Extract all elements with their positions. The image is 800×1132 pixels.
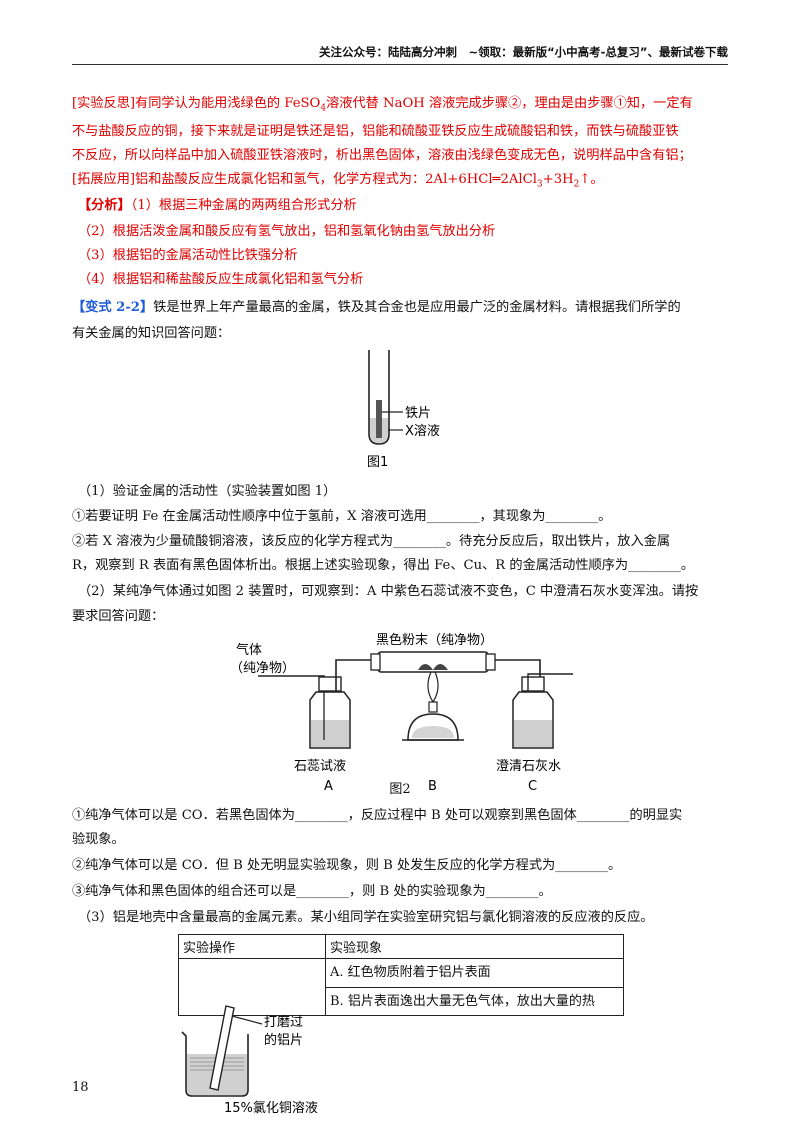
black-powder-label: 黑色粉末（纯净物） bbox=[376, 632, 493, 648]
label-aluminum-1: 打磨过 bbox=[264, 1015, 303, 1030]
analysis-text: （1）根据三种金属的两两组合形式分析 bbox=[130, 198, 357, 213]
subscript: 3 bbox=[536, 179, 543, 190]
figure-2-caption: 图2 bbox=[389, 782, 411, 797]
analysis-tag: 【分析】 bbox=[78, 198, 131, 213]
figure-3-beaker: 打磨过 的铝片 15%氯化铜溶液 bbox=[181, 1005, 318, 1116]
label-x-solution: X溶液 bbox=[405, 424, 440, 439]
analysis-line-4: （4）根据铝和稀盐酸反应生成氯化铝和氢气分析 bbox=[78, 272, 364, 287]
q1-sub-2b: R，观察到 R 表面有黑色固体析出。根据上述实验现象，得出 Fe、Cu、R 的金… bbox=[72, 558, 695, 573]
gas-pure-label: （纯净物） bbox=[230, 661, 295, 676]
analysis-line-1: 【分析】（1）根据三种金属的两两组合形式分析 bbox=[78, 196, 738, 216]
bottle-a bbox=[309, 659, 378, 749]
reflection-line-1: [实验反思]有同学认为能用浅绿色的 FeSO4溶液代替 NaOH 溶液完成步骤②… bbox=[72, 94, 732, 119]
page-header: 关注公众号：陆陆高分冲刺 ~领取：最新版“小中高考-总复习”、最新试卷下载 bbox=[318, 45, 728, 59]
bottle-a-letter: A bbox=[324, 779, 333, 794]
q2-sub-1b: 验现象。 bbox=[72, 832, 125, 847]
subscript: 4 bbox=[320, 103, 327, 114]
page-number: 18 bbox=[72, 1080, 89, 1095]
analysis-line-3: （3）根据铝的金属活动性比铁强分析 bbox=[78, 248, 298, 263]
q1-title: （1）验证金属的活动性（实验装置如图 1） bbox=[78, 484, 337, 499]
header-rule bbox=[72, 64, 728, 65]
reflection-text: 溶液代替 NaOH 溶液完成步骤②，理由是由步骤①知，一定有 bbox=[326, 96, 693, 111]
figure-1-caption: 图1 bbox=[367, 455, 388, 470]
q2-line-1: （2）某纯净气体通过如图 2 装置时，可观察到：A 中紫色石蕊试液不变色，C 中… bbox=[78, 584, 699, 599]
analysis-line-2: （2）根据活泼金属和酸反应有氢气放出，铝和氢氧化钠由氢气放出分析 bbox=[78, 224, 496, 239]
q2-sub-3: ③纯净气体和黑色固体的组合还可以是________，则 B 处的实验现象为___… bbox=[72, 884, 552, 899]
equation-text: ↑。 bbox=[579, 172, 604, 187]
figure-2-apparatus: 气体 （纯净物） 黑色粉末（纯净物） 石蕊试液 A B 澄清石灰水 C bbox=[230, 632, 573, 794]
table-row-phenomenon-b: B. 铝片表面逸出大量无色气体，放出大量的热 bbox=[325, 986, 624, 1016]
q1-sub-2a: ②若 X 溶液为少量硫酸铜溶液，该反应的化学方程式为________。待充分反应… bbox=[72, 534, 671, 549]
equation-text: +3H bbox=[542, 172, 574, 187]
tube-b-letter: B bbox=[428, 779, 437, 794]
q2-sub-2: ②纯净气体可以是 CO．但 B 处无明显实验现象，则 B 处发生反应的化学方程式… bbox=[72, 858, 622, 873]
bottle-a-name: 石蕊试液 bbox=[294, 759, 346, 774]
bottle-c-letter: C bbox=[528, 779, 537, 794]
alcohol-lamp bbox=[402, 671, 464, 741]
experiment-table: 实验操作 实验现象 A. 红色物质附着于铝片表面 B. 铝片表面逸出大量无色气体… bbox=[178, 934, 624, 1016]
reflection-text: [实验反思]有同学认为能用浅绿色的 FeSO bbox=[72, 96, 321, 111]
q2-sub-1a: ①纯净气体可以是 CO．若黑色固体为________，反应过程中 B 处可以观察… bbox=[72, 808, 683, 823]
variant-tag: 【变式 2-2】 bbox=[72, 300, 154, 315]
q1-sub-1: ①若要证明 Fe 在金属活动性顺序中位于氢前，X 溶液可选用________，其… bbox=[72, 509, 612, 524]
q2-line-2: 要求回答问题： bbox=[72, 609, 165, 624]
table-row-phenomenon-a: A. 红色物质附着于铝片表面 bbox=[325, 958, 624, 988]
label-cucl2-solution: 15%氯化铜溶液 bbox=[224, 1101, 318, 1116]
variant-line-2: 有关金属的知识回答问题： bbox=[72, 326, 231, 341]
variant-line-1: 【变式 2-2】铁是世界上年产量最高的金属，铁及其合金也是应用最广泛的金属材料。… bbox=[72, 298, 732, 318]
bottle-c-name: 澄清石灰水 bbox=[496, 759, 561, 774]
table-header-phenomenon: 实验现象 bbox=[325, 934, 624, 959]
table-header-operation: 实验操作 bbox=[178, 934, 326, 959]
figure-1-test-tube: 铁片 X溶液 图1 bbox=[367, 350, 440, 470]
reflection-line-4: [拓展应用]铝和盐酸反应生成氯化铝和氢气，化学方程式为：2Al+6HCl═2Al… bbox=[72, 170, 732, 195]
bottle-c bbox=[512, 673, 573, 749]
q3-line-1: （3）铝是地壳中含量最高的金属元素。某小组同学在实验室研究铝与氯化铜溶液的反应液… bbox=[78, 910, 654, 925]
equation-text: [拓展应用]铝和盐酸反应生成氯化铝和氢气，化学方程式为：2Al+6HCl═2Al… bbox=[72, 172, 537, 187]
subscript: 2 bbox=[573, 179, 580, 190]
aluminum-strip bbox=[209, 1005, 235, 1091]
glass-tube-b bbox=[370, 651, 496, 673]
reflection-line-2: 不与盐酸反应的铜，接下来就是证明是铁还是铝，铝能和硫酸亚铁反应生成硫酸铝和铁，而… bbox=[72, 124, 679, 139]
label-iron-sheet: 铁片 bbox=[405, 406, 431, 421]
variant-text: 铁是世界上年产量最高的金属，铁及其合金也是应用最广泛的金属材料。请根据我们所学的 bbox=[153, 300, 681, 315]
reflection-line-3: 不反应，所以向样品中加入硫酸亚铁溶液时，析出黑色固体，溶液由浅绿色变成无色，说明… bbox=[72, 148, 692, 163]
label-aluminum-2: 的铝片 bbox=[264, 1032, 303, 1048]
gas-label: 气体 bbox=[236, 642, 262, 658]
